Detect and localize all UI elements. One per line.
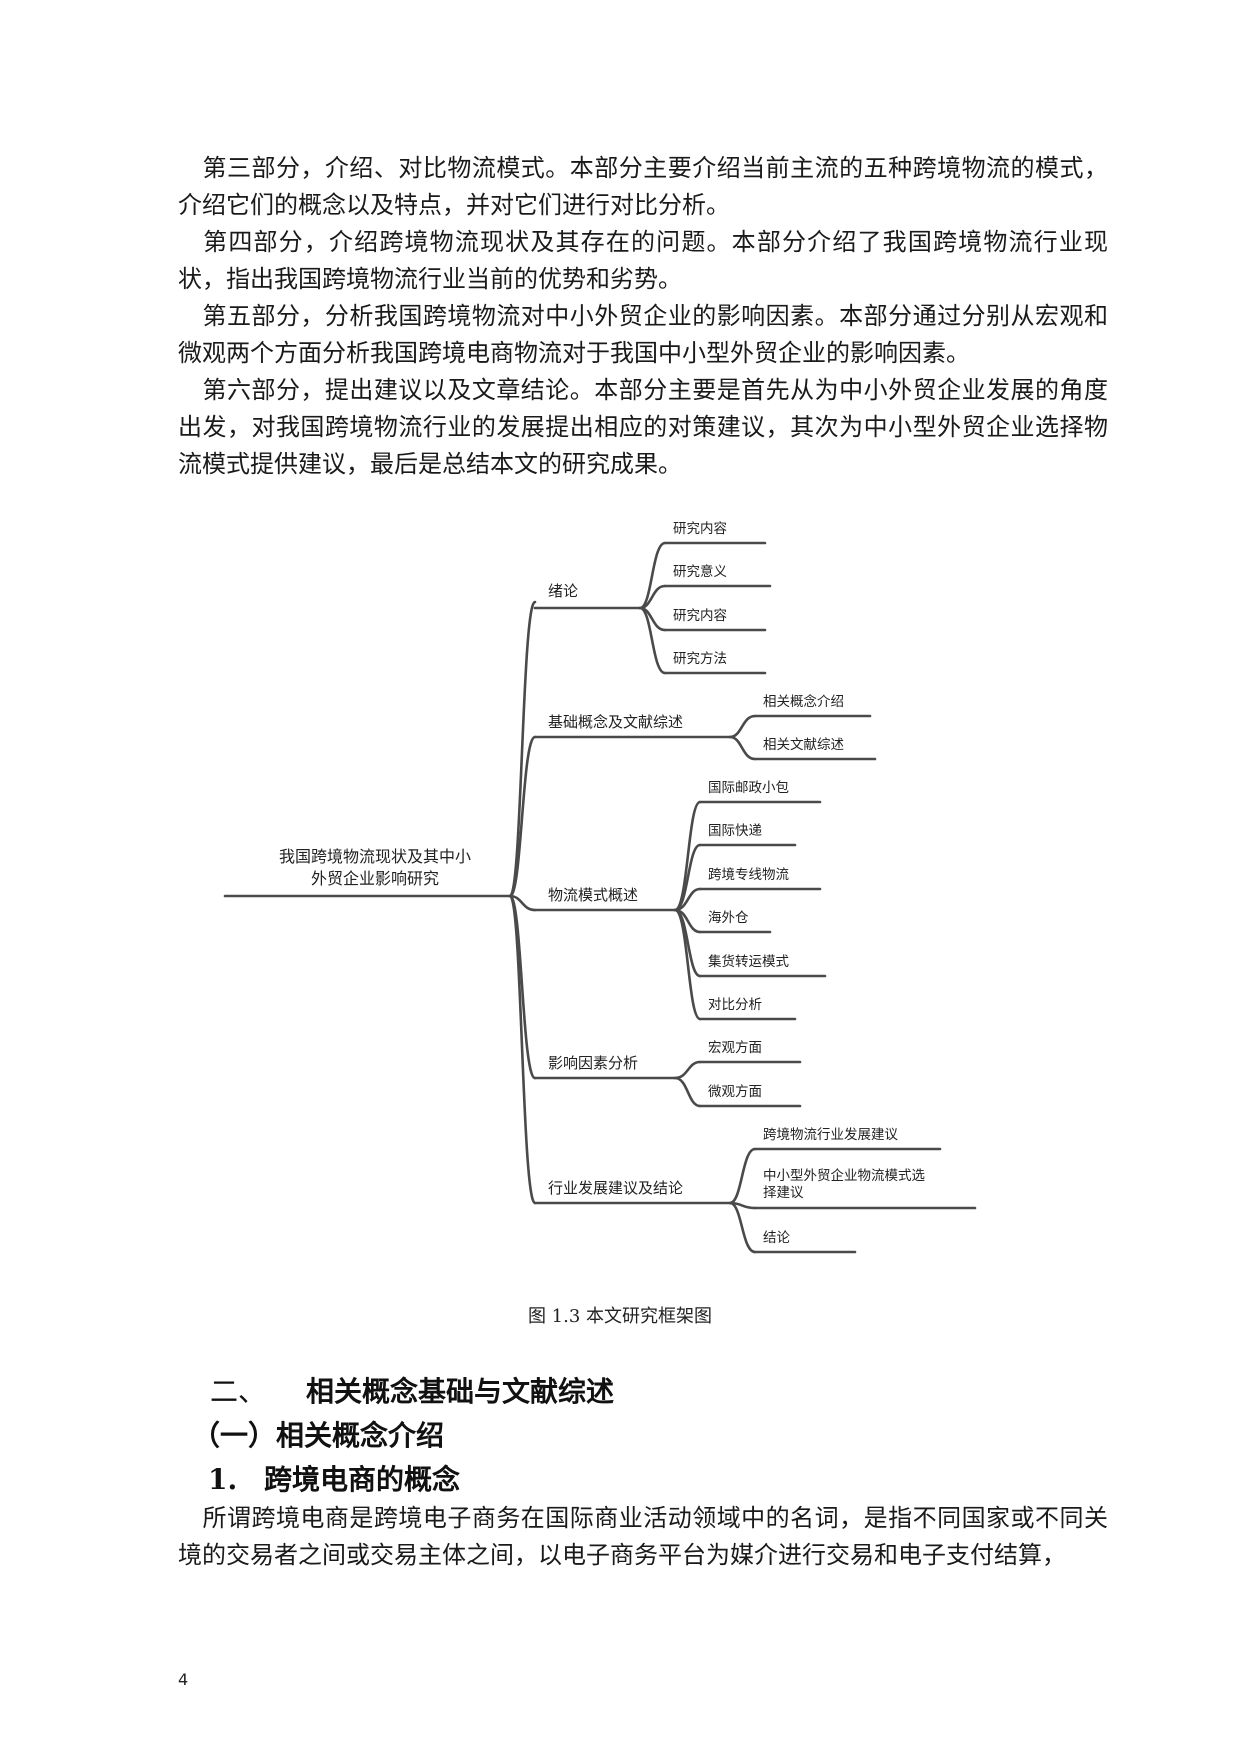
section-number: 二、 — [210, 1375, 267, 1408]
section-title: 相关概念基础与文献综述 — [306, 1375, 615, 1408]
connector-branch-5 — [508, 894, 537, 1205]
section-heading: 二、 相关概念基础与文献综述 — [210, 1370, 614, 1410]
leaf-label: 微观方面 — [708, 1084, 762, 1100]
subsubsection-heading: 1. 跨境电商的概念 — [208, 1458, 460, 1498]
leaf-label: 国际快递 — [708, 823, 762, 839]
leaf-label: 集货转运模式 — [708, 953, 789, 970]
child-connector — [638, 606, 667, 675]
branch-label: 影响因素分析 — [548, 1054, 638, 1072]
leaf-label: 相关文献综述 — [763, 737, 844, 753]
subsubsection-title: 跨境电商的概念 — [264, 1463, 461, 1496]
child-connector — [673, 1060, 702, 1080]
leaf-label: 结论 — [763, 1230, 791, 1246]
connector-branch-2 — [508, 735, 537, 898]
leaf-label: 研究意义 — [673, 563, 727, 580]
leaf-label: 研究内容 — [673, 520, 727, 537]
page-number: 4 — [178, 1670, 189, 1689]
figure-caption: 图 1.3 本文研究框架图 — [527, 1306, 713, 1327]
paragraph-part-four: 第四部分，介绍跨境物流现状及其存在的问题。本部分介绍了我国跨境物流行业现状，指出… — [178, 228, 1108, 293]
paragraph-part-five: 第五部分，分析我国跨境物流对中小外贸企业的影响因素。本部分通过分别从宏观和微观两… — [178, 302, 1108, 367]
child-connector — [673, 800, 702, 912]
branch-label: 绪论 — [548, 582, 578, 600]
branch-label: 行业发展建议及结论 — [548, 1179, 683, 1197]
leaf-label: 相关概念介绍 — [763, 693, 844, 710]
leaf-label: 海外仓 — [708, 910, 749, 926]
mindmap-root-line1: 我国跨境物流现状及其中小 — [279, 847, 471, 866]
leaf-label: 宏观方面 — [708, 1040, 762, 1056]
paragraph-part-three: 第三部分，介绍、对比物流模式。本部分主要介绍当前主流的五种跨境物流的模式，介绍它… — [178, 154, 1108, 219]
branch-label: 物流模式概述 — [548, 886, 638, 904]
subsection-heading: （一）相关概念介绍 — [192, 1419, 445, 1452]
leaf-label: 国际邮政小包 — [708, 780, 789, 796]
connector-branch-1 — [508, 600, 537, 898]
subsubsection-number: 1. — [208, 1463, 238, 1496]
leaf-label: 研究方法 — [673, 651, 727, 667]
leaf-label: 中小型外贸企业物流模式选 — [763, 1167, 925, 1184]
branch-label: 基础概念及文献综述 — [548, 713, 683, 731]
mindmap-root-line2: 外贸企业影响研究 — [311, 869, 439, 888]
child-connector — [673, 1076, 702, 1108]
leaf-label: 对比分析 — [708, 997, 762, 1013]
child-connector — [728, 714, 757, 739]
child-connector — [673, 908, 702, 1021]
paragraph-part-six: 第六部分，提出建议以及文章结论。本部分主要是首先从为中小外贸企业发展的角度出发，… — [178, 376, 1108, 478]
leaf-label: 跨境物流行业发展建议 — [763, 1127, 898, 1143]
leaf-label: 跨境专线物流 — [708, 867, 789, 883]
child-connector — [728, 735, 757, 761]
child-connector — [728, 1147, 757, 1205]
connector-branch-3 — [508, 894, 537, 912]
leaf-label-continued: 择建议 — [763, 1185, 804, 1201]
child-connector — [728, 1201, 757, 1254]
paragraph-cross-border-ecommerce: 所谓跨境电商是跨境电子商务在国际商业活动领域中的名词，是指不同国家或不同关境的交… — [178, 1504, 1108, 1569]
leaf-label: 研究内容 — [673, 607, 727, 624]
